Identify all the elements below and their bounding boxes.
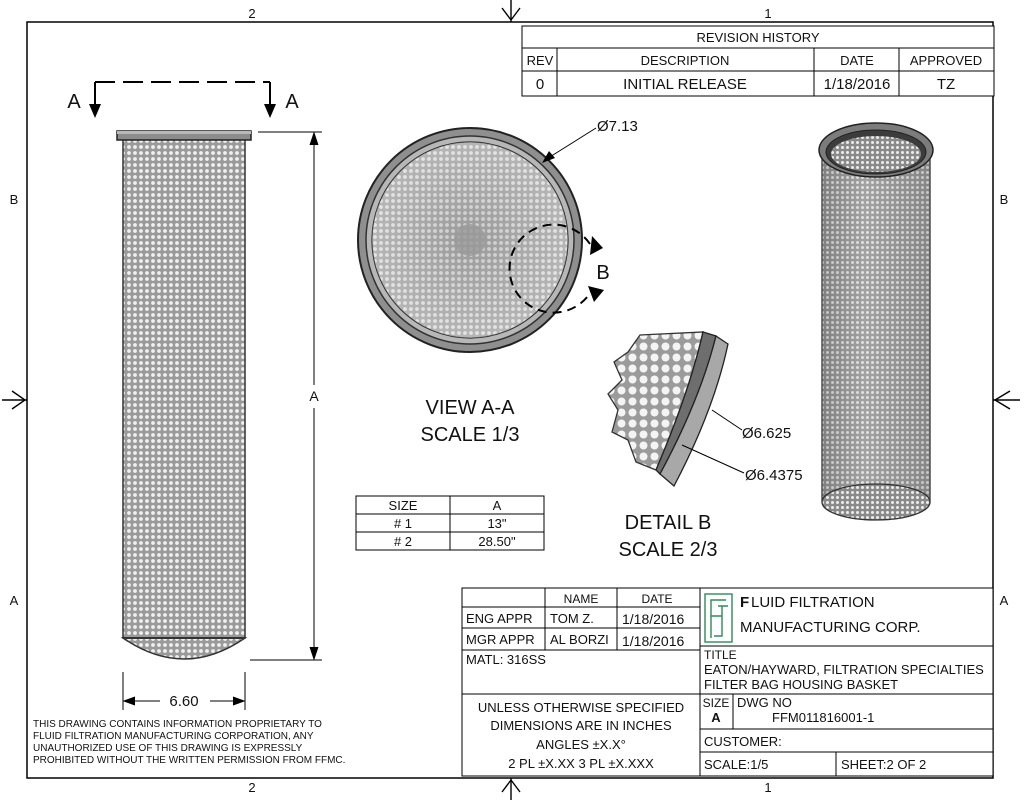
tolerance-line-3: ANGLES ±X.X° bbox=[536, 737, 626, 752]
tolerance-line-2: DIMENSIONS ARE IN INCHES bbox=[490, 718, 672, 733]
zone-label-bottom-left: 2 bbox=[248, 780, 255, 795]
title-line-2: FILTER BAG HOUSING BASKET bbox=[704, 677, 898, 692]
center-mark-left bbox=[2, 390, 27, 410]
zone-label-left-a: A bbox=[10, 593, 19, 608]
view-a-a-scale: SCALE 1/3 bbox=[421, 424, 520, 446]
note-line-4: PROHIBITED WITHOUT THE WRITTEN PERMISSIO… bbox=[33, 755, 345, 766]
mgr-appr-name: AL BORZI bbox=[550, 632, 609, 647]
section-label-left: A bbox=[67, 91, 81, 113]
sheet-label: SHEET:2 OF 2 bbox=[841, 757, 926, 772]
size-table-row2-a: 28.50" bbox=[478, 534, 516, 549]
title-label: TITLE bbox=[704, 648, 737, 662]
dimension-width-label: 6.60 bbox=[169, 693, 198, 710]
leader-detail-od bbox=[711, 409, 743, 431]
center-mark-top bbox=[501, 0, 521, 22]
outer-diameter-label: Ø7.13 bbox=[597, 118, 638, 135]
dwg-no-label: DWG NO bbox=[737, 695, 792, 710]
dimension-height-a bbox=[250, 131, 322, 661]
tolerance-line-1: UNLESS OTHERWISE SPECIFIED bbox=[478, 700, 684, 715]
detail-b-label: DETAIL B bbox=[625, 512, 712, 534]
rev-header-description: DESCRIPTION bbox=[641, 53, 730, 68]
section-line-a-a bbox=[89, 81, 276, 118]
revision-history-title: REVISION HISTORY bbox=[696, 30, 819, 45]
rev-header-date: DATE bbox=[840, 53, 874, 68]
size-table-header-size: SIZE bbox=[389, 498, 418, 513]
zone-label-top-right: 1 bbox=[764, 6, 771, 21]
revision-history-table: REVISION HISTORY REV DESCRIPTION DATE AP… bbox=[521, 25, 995, 97]
dimension-width bbox=[122, 672, 246, 710]
mgr-appr-label: MGR APPR bbox=[466, 632, 535, 647]
basket-isometric-view bbox=[818, 122, 934, 521]
rev-cell-date: 1/18/2016 bbox=[824, 76, 891, 93]
mgr-appr-date: 1/18/2016 bbox=[622, 633, 684, 649]
note-line-2: FLUID FILTRATION MANUFACTURING CORPORATI… bbox=[33, 731, 314, 742]
size-table-row1-size: # 1 bbox=[394, 516, 412, 531]
dimension-height-label: A bbox=[309, 388, 319, 404]
basket-side-view bbox=[116, 130, 252, 660]
size-table: SIZE A # 1 13" # 2 28.50" bbox=[355, 495, 545, 551]
title-block-name-header: NAME bbox=[564, 592, 599, 606]
company-name-initial: F bbox=[740, 594, 749, 611]
company-logo bbox=[704, 593, 733, 643]
rev-header-rev: REV bbox=[527, 53, 554, 68]
leader-outer-diameter bbox=[542, 127, 597, 163]
view-a-a-top-view bbox=[357, 127, 583, 353]
proprietary-note: THIS DRAWING CONTAINS INFORMATION PROPRI… bbox=[33, 719, 345, 766]
title-block bbox=[461, 587, 994, 777]
detail-od-label: Ø6.625 bbox=[742, 425, 791, 442]
note-line-1: THIS DRAWING CONTAINS INFORMATION PROPRI… bbox=[33, 719, 322, 730]
eng-appr-date: 1/18/2016 bbox=[622, 611, 684, 627]
eng-appr-label: ENG APPR bbox=[466, 611, 532, 626]
company-name-line2: MANUFACTURING CORP. bbox=[740, 619, 921, 636]
dwg-no-value: FFM011816001-1 bbox=[772, 710, 874, 725]
leader-detail-id bbox=[681, 444, 745, 474]
size-table-row1-a: 13" bbox=[487, 516, 506, 531]
zone-label-right-a: A bbox=[1000, 593, 1009, 608]
center-mark-right bbox=[993, 390, 1020, 410]
rev-cell-rev: 0 bbox=[536, 76, 544, 93]
tolerance-line-4: 2 PL ±X.XX 3 PL ±X.XXX bbox=[508, 756, 654, 771]
customer-label: CUSTOMER: bbox=[704, 734, 782, 749]
scale-label: SCALE:1/5 bbox=[704, 757, 768, 772]
note-line-3: UNAUTHORIZED USE OF THIS DRAWING IS EXPR… bbox=[33, 743, 303, 754]
detail-b-view bbox=[607, 331, 729, 488]
size-value: A bbox=[711, 710, 721, 725]
title-block-date-header: DATE bbox=[641, 592, 672, 606]
zone-label-left-b: B bbox=[10, 192, 19, 207]
zone-label-right-b: B bbox=[1000, 192, 1009, 207]
zone-label-top-left: 2 bbox=[248, 6, 255, 21]
detail-id-label: Ø6.4375 bbox=[745, 467, 803, 484]
detail-b-marker-label: B bbox=[596, 262, 609, 284]
eng-appr-name: TOM Z. bbox=[550, 611, 594, 626]
zone-label-bottom-right: 1 bbox=[764, 780, 771, 795]
size-table-row2-size: # 2 bbox=[394, 534, 412, 549]
view-a-a-label: VIEW A-A bbox=[426, 397, 516, 419]
size-table-header-a: A bbox=[493, 498, 502, 513]
size-label: SIZE bbox=[703, 696, 730, 710]
rev-cell-approved: TZ bbox=[937, 76, 955, 93]
rev-cell-description: INITIAL RELEASE bbox=[623, 76, 747, 93]
title-line-1: EATON/HAYWARD, FILTRATION SPECIALTIES bbox=[704, 662, 984, 677]
detail-b-scale: SCALE 2/3 bbox=[619, 539, 718, 561]
center-mark-bottom bbox=[501, 778, 521, 800]
section-label-right: A bbox=[285, 91, 299, 113]
material-label: MATL: 316SS bbox=[466, 652, 546, 667]
detail-b-marker bbox=[508, 223, 604, 314]
company-name-line1: LUID FILTRATION bbox=[751, 594, 875, 611]
rev-header-approved: APPROVED bbox=[910, 53, 982, 68]
